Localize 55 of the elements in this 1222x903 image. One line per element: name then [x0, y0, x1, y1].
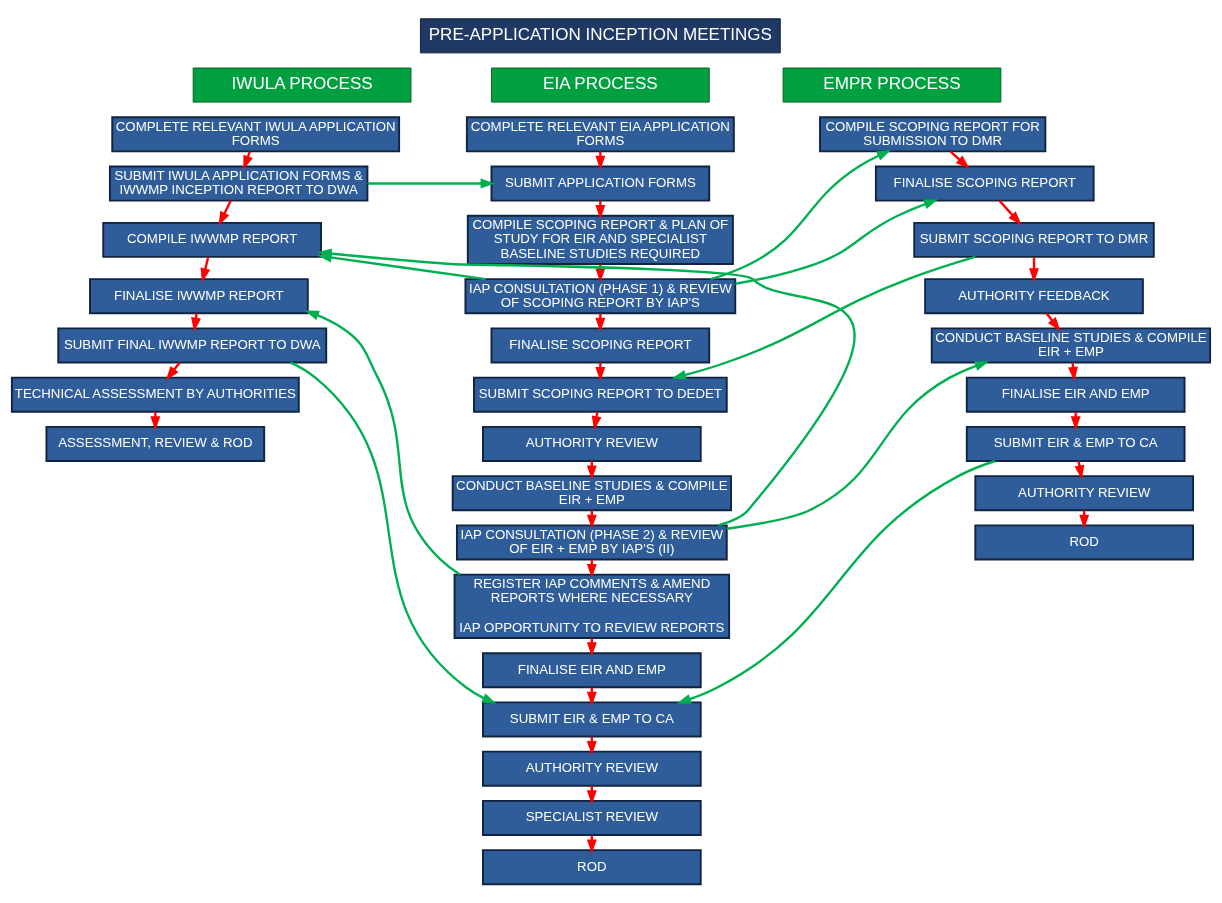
- node-box: AUTHORITY REVIEW: [482, 750, 702, 787]
- node-box: IAP CONSULTATION (PHASE 2) & REVIEW OF EIR + EMP BY IAP'S (II): [455, 524, 728, 561]
- arrow: [367, 178, 495, 189]
- node-box: SUBMIT SCOPING REPORT TO DMR: [913, 221, 1155, 258]
- arrow: [165, 361, 181, 381]
- node-box: EMPR PROCESS: [782, 67, 1002, 103]
- arrow: [676, 459, 996, 704]
- arrow: [595, 200, 606, 220]
- node-box: SUBMIT EIR & EMP TO CA: [965, 425, 1186, 462]
- node-box: PRE-APPLICATION INCEPTION MEETINGS: [419, 18, 781, 54]
- arrow: [200, 256, 211, 283]
- node-box: SUBMIT IWULA APPLICATION FORMS & IWWMP INCEPTION REPORT TO DWA: [108, 165, 369, 202]
- node-box: FINALISE IWWMP REPORT: [89, 278, 309, 315]
- node-box: FINALISE SCOPING REPORT: [490, 327, 711, 364]
- node-box: FINALISE SCOPING REPORT: [874, 165, 1095, 202]
- node-box: ROD: [974, 524, 1195, 561]
- arrow: [671, 255, 976, 380]
- node-box: CONDUCT BASELINE STUDIES & COMPILE EIR + EMP: [930, 327, 1212, 364]
- arrow: [595, 151, 606, 170]
- arrow: [243, 151, 253, 170]
- node-box: COMPILE SCOPING REPORT FOR SUBMISSION TO DMR: [819, 116, 1047, 153]
- node-box: SUBMIT SCOPING REPORT TO DEDET: [473, 376, 728, 413]
- node-box: FINALISE EIR AND EMP: [482, 652, 702, 689]
- node-box: AUTHORITY REVIEW: [482, 425, 702, 462]
- node-box: CONDUCT BASELINE STUDIES & COMPILE EIR + EMP: [451, 475, 732, 512]
- node-box: SPECIALIST REVIEW: [482, 799, 702, 836]
- node-box: FINALISE EIR AND EMP: [965, 376, 1186, 413]
- arrow: [290, 361, 497, 704]
- node-box: TECHNICAL ASSESSMENT BY AUTHORITIES: [10, 376, 300, 413]
- arrow: [1070, 411, 1081, 431]
- node-box: COMPILE SCOPING REPORT & PLAN OF STUDY FOR EIR AND SPECIALIST BASELINE STUDIES REQUIRED: [466, 214, 734, 265]
- node-box: SUBMIT FINAL IWWMP REPORT TO DWA: [57, 327, 328, 364]
- arrow: [304, 310, 461, 576]
- arrow: [150, 411, 161, 431]
- arrow: [595, 362, 606, 382]
- arrow: [949, 150, 970, 169]
- arrow: [595, 313, 606, 332]
- node-box: IWULA PROCESS: [192, 67, 412, 103]
- node-box: REGISTER IAP COMMENTS & AMEND REPORTS WHERE NECESSARY IAP OPPORTUNITY TO REVIEW REPORTS: [453, 573, 731, 639]
- arrow: [726, 361, 990, 530]
- node-box: IAP CONSULTATION (PHASE 1) & REVIEW OF SCOPING REPORT BY IAP'S: [464, 278, 737, 315]
- node-box: SUBMIT EIR & EMP TO CA: [482, 701, 702, 738]
- node-box: AUTHORITY FEEDBACK: [924, 278, 1144, 315]
- arrow: [998, 200, 1022, 226]
- node-box: COMPLETE RELEVANT IWULA APPLICATION FORMS: [111, 116, 401, 153]
- node-box: COMPLETE RELEVANT EIA APPLICATION FORMS: [465, 116, 735, 153]
- arrow: [735, 199, 939, 285]
- node-box: EIA PROCESS: [491, 67, 710, 103]
- node-box: ASSESSMENT, REVIEW & ROD: [45, 425, 266, 462]
- node-box: ROD: [482, 849, 702, 886]
- node-box: COMPILE IWWMP REPORT: [102, 221, 322, 258]
- arrow: [191, 313, 201, 332]
- node-box: SUBMIT APPLICATION FORMS: [490, 165, 711, 202]
- node-box: AUTHORITY REVIEW: [974, 475, 1195, 512]
- arrow: [710, 149, 892, 281]
